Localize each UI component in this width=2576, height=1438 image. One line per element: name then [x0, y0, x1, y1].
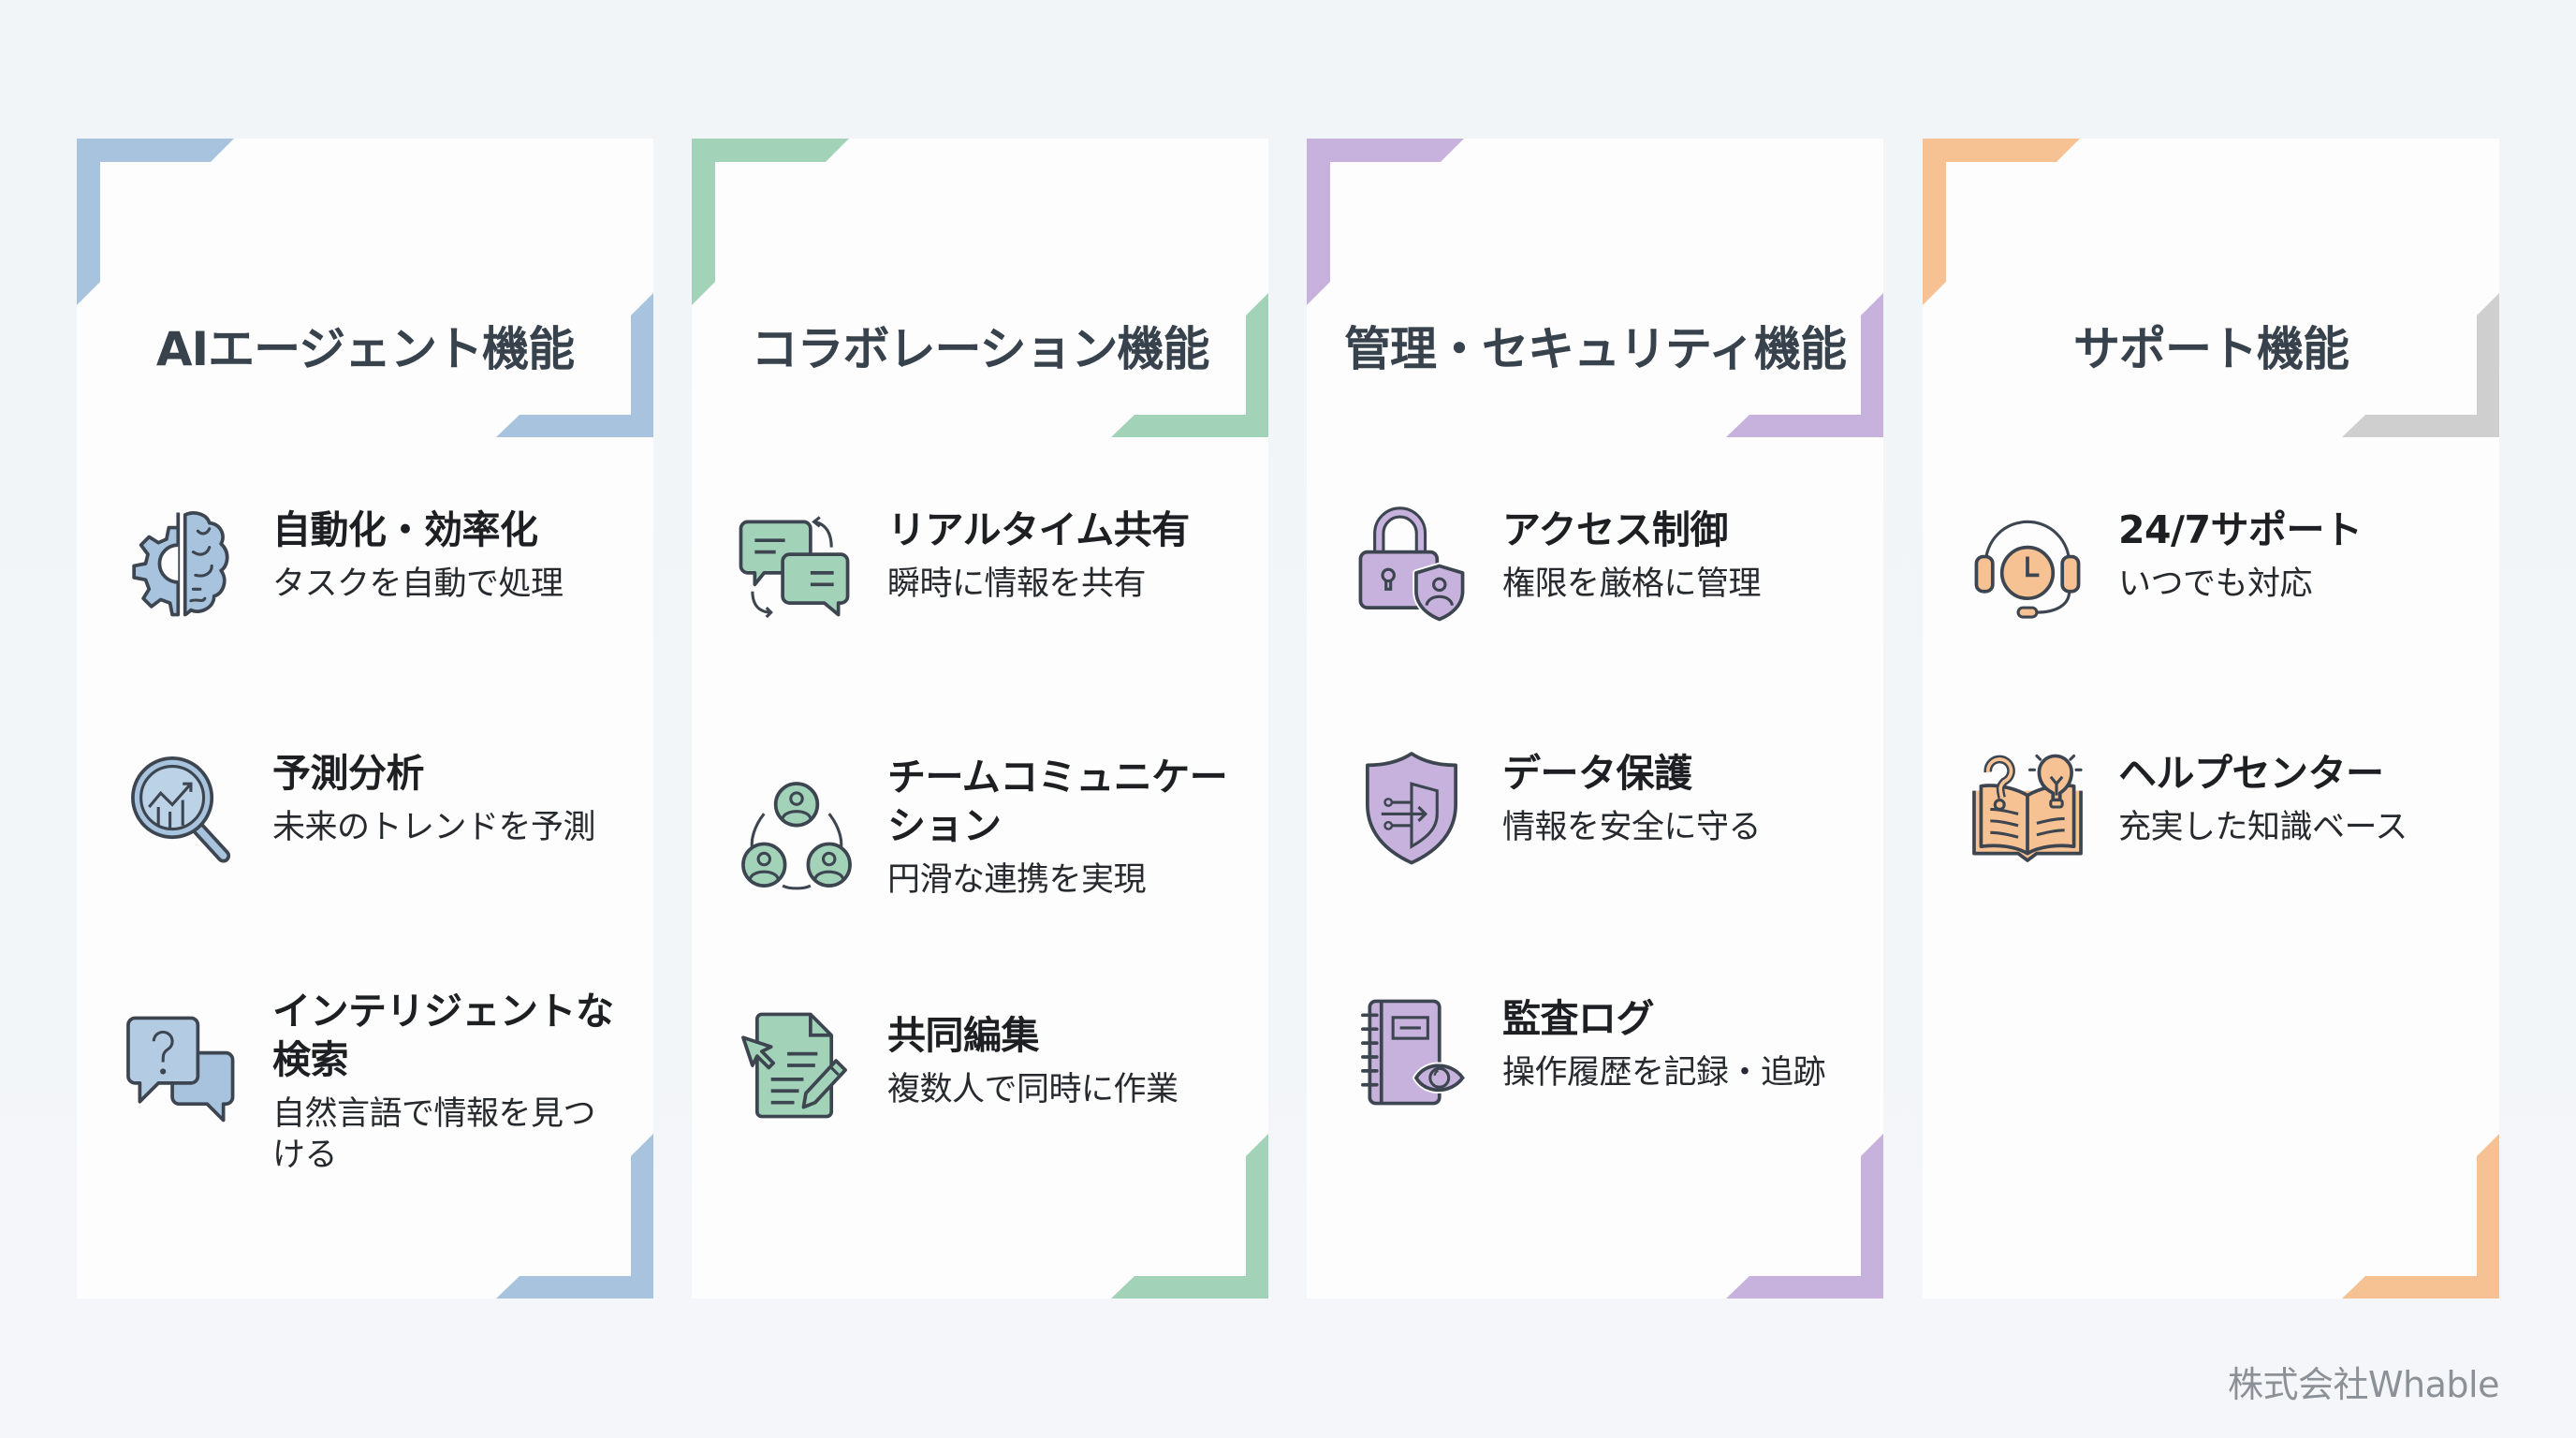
- company-name: 株式会社Whable: [2227, 1364, 2500, 1405]
- corner-bracket-header-right: [496, 293, 653, 437]
- card-collaboration: コラボレーション機能 リアルタイム共有 瞬時に情報を共有: [692, 139, 1268, 1299]
- card-title: AIエージェント機能: [155, 322, 575, 376]
- card-ai-agent: AIエージェント機能 自動化・効率化 タスクを自動で処理: [77, 139, 653, 1299]
- corner-bracket-header-right: [1726, 293, 1883, 437]
- feature-title: アクセス制御: [1502, 507, 1728, 552]
- corner-bracket-bottom-right: [2342, 1134, 2499, 1299]
- corner-bracket-top-left: [1923, 139, 2080, 305]
- corner-bracket-header-right: [2342, 293, 2499, 437]
- team-users-icon: [739, 779, 855, 895]
- feature-description: 未来のトレンドを予測: [272, 809, 596, 846]
- feature-title: チームコミュニケーション: [887, 755, 1228, 848]
- corner-bracket-top-left: [692, 139, 849, 305]
- feature-description: 複数人で同時に作業: [887, 1071, 1178, 1108]
- question-chat-icon: [124, 1011, 240, 1127]
- card-management-security: 管理・セキュリティ機能 アクセス制御 権限を厳格に管理: [1307, 139, 1883, 1299]
- feature-title: ヘルプセンター: [2118, 751, 2384, 796]
- feature-title: 自動化・効率化: [272, 507, 538, 552]
- magnifier-chart-icon: [124, 749, 240, 865]
- audit-log-eye-icon: [1354, 994, 1470, 1110]
- feature-description: 自然言語で情報を見つける: [272, 1095, 596, 1174]
- feature-title: データ保護: [1502, 751, 1692, 796]
- feature-description: 円滑な連携を実現: [887, 861, 1147, 899]
- feature-description: 情報を安全に守る: [1502, 809, 1762, 846]
- help-book-icon: [1969, 749, 2086, 865]
- document-edit-icon: [739, 1007, 855, 1123]
- card-title: コラボレーション機能: [751, 322, 1210, 376]
- lock-shield-icon: [1354, 506, 1470, 622]
- feature-description: 権限を厳格に管理: [1502, 565, 1762, 603]
- feature-title: 24/7サポート: [2118, 507, 2363, 552]
- feature-description: 充実した知識ベース: [2118, 809, 2408, 846]
- feature-description: 操作履歴を記録・追跡: [1502, 1054, 1826, 1092]
- shield-data-icon: [1354, 749, 1470, 865]
- corner-bracket-header-right: [1111, 293, 1268, 437]
- feature-title: 共同編集: [887, 1013, 1040, 1058]
- feature-description: タスクを自動で処理: [272, 565, 564, 603]
- card-title: サポート機能: [2073, 322, 2349, 376]
- card-support: サポート機能 24/7サポート いつでも対応: [1923, 139, 2499, 1299]
- feature-description: 瞬時に情報を共有: [887, 565, 1147, 603]
- corner-bracket-bottom-right: [1111, 1134, 1268, 1299]
- corner-bracket-bottom-right: [496, 1134, 653, 1299]
- headset-clock-icon: [1969, 506, 2086, 622]
- feature-title: リアルタイム共有: [887, 507, 1190, 552]
- card-title: 管理・セキュリティ機能: [1344, 322, 1847, 376]
- gear-brain-icon: [124, 506, 240, 622]
- feature-title: 監査ログ: [1502, 996, 1655, 1041]
- feature-title: インテリジェントな検索: [272, 989, 614, 1082]
- feature-description: いつでも対応: [2118, 565, 2313, 603]
- chat-sync-icon: [739, 506, 855, 622]
- corner-bracket-top-left: [77, 139, 234, 305]
- corner-bracket-top-left: [1307, 139, 1464, 305]
- corner-bracket-bottom-right: [1726, 1134, 1883, 1299]
- feature-title: 予測分析: [272, 751, 425, 796]
